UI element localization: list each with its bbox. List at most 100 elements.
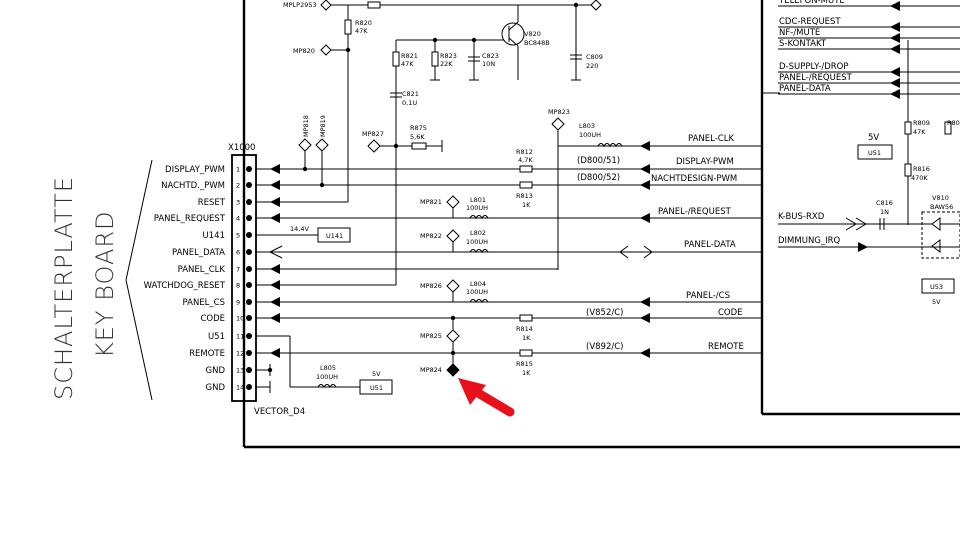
- right-line-label-3: NF-/MUTE: [779, 28, 820, 38]
- pin-label-1: DISPLAY_PWM: [165, 165, 225, 175]
- pin-label-3: RESET: [198, 198, 226, 208]
- inductor-l805: [317, 384, 337, 388]
- pin-number-10: 10: [236, 315, 244, 323]
- right-line-arrow-5: [890, 67, 900, 77]
- resistor-r816: [904, 163, 912, 177]
- u51-low-label: U51: [370, 384, 383, 392]
- tp-mp825: MP825: [420, 332, 442, 340]
- right-line-arrow-1: [890, 1, 900, 11]
- u53-label: U53: [930, 283, 943, 291]
- c816-ref: C816: [876, 199, 893, 207]
- right-line-label-4: S-KONTAKT: [779, 39, 827, 49]
- v820-val: BC848B: [524, 39, 550, 47]
- ref-nacht: (D800/52): [577, 173, 620, 183]
- pin-number-11: 11: [236, 333, 244, 341]
- pin-contact-8: [246, 282, 252, 288]
- l803-ref: L803: [579, 122, 595, 130]
- v5-u53: 5V: [932, 298, 941, 306]
- v810-val: BAW56: [930, 203, 953, 211]
- right-line-label-1: TELEFON-MUTE: [778, 0, 845, 6]
- r820-ref: R820: [355, 19, 372, 27]
- tp-mp827-symbol: [367, 139, 381, 153]
- resistor-r814: [519, 314, 533, 322]
- l804-val: 100UH: [466, 288, 488, 296]
- signal-arrows: [270, 141, 650, 358]
- pin-number-1: 1: [236, 166, 240, 174]
- diode-v810-box: [921, 211, 960, 259]
- l801-val: 100UH: [466, 204, 488, 212]
- junction-dots: [267, 2, 579, 373]
- pin-number-14: 14: [236, 384, 244, 392]
- connector-body: [231, 154, 257, 402]
- right-line-arrow-2: [890, 22, 900, 32]
- right-line-label-7: PANEL-DATA: [779, 84, 831, 94]
- label-remote: REMOTE: [708, 342, 744, 352]
- inductor-l803: [597, 143, 623, 147]
- resistor-top: [367, 1, 381, 9]
- l801-ref: L801: [470, 196, 486, 204]
- pin-contact-5: [246, 232, 252, 238]
- resistor-r821: [392, 51, 400, 67]
- v144-label: 14,4V: [290, 225, 309, 233]
- tp-mp822: MP822: [420, 232, 442, 240]
- pin-contact-6: [246, 249, 252, 255]
- right-line-arrow-3: [890, 33, 900, 43]
- label-panel-cs: PANEL-/CS: [686, 291, 730, 301]
- pin-label-12: REMOTE: [189, 349, 225, 359]
- r875-ref: R875: [410, 124, 427, 132]
- label-kbus: K-BUS-RXD: [778, 212, 825, 222]
- pin-contact-3: [246, 199, 252, 205]
- r820-val: 47K: [355, 27, 368, 35]
- pin-label-9: PANEL_CS: [183, 298, 225, 308]
- pin-number-4: 4: [236, 215, 240, 223]
- tp-mp820: MP820: [293, 47, 315, 55]
- r813-val: 1K: [522, 201, 531, 209]
- inductor-l804: [469, 299, 489, 303]
- arrow-kbus-a: [845, 217, 857, 231]
- inductor-l802: [469, 249, 489, 253]
- box-u51-low: [359, 379, 393, 395]
- label-code: CODE: [718, 308, 743, 318]
- connector-name: X1000: [228, 143, 255, 153]
- pin-label-5: U141: [203, 231, 225, 241]
- diode-v810-b: [931, 239, 941, 253]
- pin-number-6: 6: [236, 249, 240, 257]
- ref-remote: (V892/C): [586, 342, 623, 352]
- tp-mp827: MP827: [362, 130, 384, 138]
- pin-label-10: CODE: [200, 314, 225, 324]
- l803-val: 100UH: [579, 131, 601, 139]
- r875-val: 5,6K: [410, 133, 425, 141]
- pin-number-2: 2: [236, 182, 240, 190]
- side-title-keyboard: KEY BOARD: [91, 210, 119, 358]
- pin-contact-9: [246, 299, 252, 305]
- title-bracket: [125, 159, 153, 401]
- v820-collector: [508, 21, 519, 31]
- v820-emitter: [508, 37, 519, 47]
- l805-ref: L805: [320, 364, 336, 372]
- pin-number-3: 3: [236, 199, 240, 207]
- c809-val: 220: [586, 62, 598, 70]
- inductor-l801: [469, 215, 489, 219]
- u141-label: U141: [326, 232, 343, 240]
- tp-mp818-symbol: [298, 138, 312, 152]
- right-line-label-2: CDC-REQUEST: [779, 17, 841, 27]
- highlight-arrow: [458, 378, 515, 417]
- c823-val: 10N: [482, 60, 495, 68]
- pin-contact-7: [246, 266, 252, 272]
- pin-contact-1: [246, 166, 252, 172]
- arrow-kbus-b: [855, 217, 867, 231]
- test-points-middle: [446, 195, 460, 377]
- r815-ref: R815: [516, 360, 533, 368]
- tp-mp820-symbol: [320, 44, 332, 56]
- pin-number-8: 8: [236, 282, 240, 290]
- resistor-r875: [411, 142, 427, 150]
- c809-ref: C809: [586, 53, 603, 61]
- r821-ref: R821: [401, 52, 418, 60]
- l802-ref: L802: [470, 229, 486, 237]
- c823-ref: C823: [482, 52, 499, 60]
- ref-cs: (V852/C): [586, 308, 623, 318]
- tp-mp821: MP821: [420, 198, 442, 206]
- tp-mp819-symbol: [315, 138, 329, 152]
